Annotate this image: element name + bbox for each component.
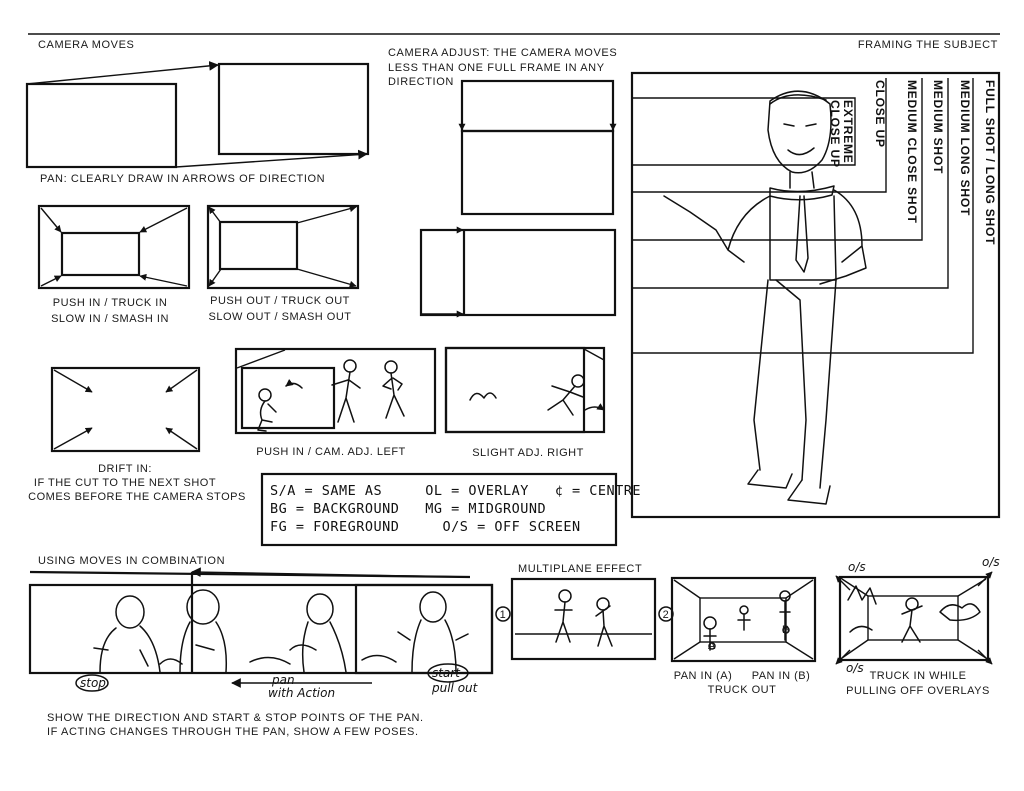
combination-start: start: [432, 666, 461, 680]
legend-line-3: FG = FOREGROUND O/S = OFF SCREEN: [270, 519, 581, 535]
multiplane-truck-out: TRUCK OUT: [708, 684, 777, 696]
multiplane-marker-a: A: [708, 640, 716, 652]
multiplane-frame-2-number: 2: [663, 609, 670, 621]
frame-line-ecu: [632, 97, 856, 166]
caption-slight-adj: SLIGHT ADJ. RIGHT: [472, 447, 584, 459]
multiplane-pan-in-b: PAN IN (B): [752, 670, 811, 682]
caption-push-in-1: PUSH IN / TRUCK IN: [53, 297, 168, 309]
label-ms: MEDIUM SHOT: [931, 80, 945, 174]
legend-line-2: BG = BACKGROUND MG = MIDGROUND: [270, 501, 546, 517]
label-fs: FULL SHOT / LONG SHOT: [983, 80, 997, 245]
label-mcs: MEDIUM CLOSE SHOT: [905, 80, 919, 224]
multiplane-frame-1-number: 1: [500, 609, 507, 621]
caption-truck-in-2: PULLING OFF OVERLAYS: [846, 685, 990, 697]
frame-line-cu: [632, 78, 887, 193]
multiplane-os-top-left: o/s: [848, 560, 866, 574]
caption-push-out-1: PUSH OUT / TRUCK OUT: [210, 295, 350, 307]
combination-diagram: [28, 567, 494, 692]
label-cu: CLOSE UP: [873, 80, 887, 148]
caption-drift-in-1: DRIFT IN:: [98, 463, 152, 475]
legend-box: [260, 472, 618, 547]
combination-pull-out: pull out: [431, 681, 479, 695]
framing-panel: EXTREME CLOSE UP CLOSE UP MEDIUM CLOSE S…: [630, 71, 1001, 519]
header-camera-adjust-line-1: CAMERA ADJUST: THE CAMERA MOVES: [388, 47, 617, 59]
header-camera-adjust-line-2: LESS THAN ONE FULL FRAME IN ANY: [388, 62, 605, 74]
pan-diagram: [25, 60, 370, 169]
multiplane-pan-in-a: PAN IN (A): [674, 670, 733, 682]
camera-adjust-horizontal-diagram: [419, 226, 617, 318]
combination-note-2: IF ACTING CHANGES THROUGH THE PAN, SHOW …: [47, 726, 419, 738]
multiplane-marker-b: B: [782, 624, 790, 636]
multiplane-os-bottom-left: o/s: [846, 661, 864, 675]
multiplane-title: MULTIPLANE EFFECT: [518, 563, 642, 575]
combination-stop: stop: [80, 676, 106, 690]
multiplane-frame-1: [495, 577, 657, 661]
frame-line-ms: [632, 78, 949, 289]
multiplane-frame-2: [658, 576, 817, 663]
caption-drift-in-2: IF THE CUT TO THE NEXT SHOT: [34, 477, 216, 489]
header-camera-adjust-line-3: DIRECTION: [388, 76, 454, 88]
caption-pan: PAN: CLEARLY DRAW IN ARROWS OF DIRECTION: [40, 173, 325, 185]
caption-push-out-2: SLOW OUT / SMASH OUT: [208, 311, 351, 323]
label-mls: MEDIUM LONG SHOT: [958, 80, 972, 216]
frame-line-mcs: [632, 78, 923, 241]
drift-in-diagram: [50, 366, 201, 453]
caption-drift-in-3: COMES BEFORE THE CAMERA STOPS: [28, 491, 246, 503]
label-ecu-1: EXTREME: [841, 100, 855, 164]
push-in-adj-left-diagram: [234, 347, 437, 435]
legend-line-1: S/A = SAME AS OL = OVERLAY ¢ = CENTRE: [270, 483, 641, 499]
push-in-diagram: [37, 204, 191, 290]
caption-push-in-2: SLOW IN / SMASH IN: [51, 313, 169, 325]
frame-line-mls: [632, 78, 974, 354]
camera-adjust-vertical-diagram: [458, 79, 617, 216]
slight-adj-right-diagram: [444, 346, 606, 434]
combination-title: USING MOVES IN COMBINATION: [38, 555, 225, 567]
caption-push-in-adj: PUSH IN / CAM. ADJ. LEFT: [256, 446, 406, 458]
multiplane-os-top-right: o/s: [982, 555, 1000, 569]
header-camera-moves: CAMERA MOVES: [38, 39, 134, 51]
multiplane-frame-3: [835, 571, 993, 665]
header-framing: FRAMING THE SUBJECT: [858, 39, 998, 51]
push-out-diagram: [206, 204, 360, 290]
caption-truck-in-1: TRUCK IN WHILE: [870, 670, 967, 682]
combination-note-1: SHOW THE DIRECTION AND START & STOP POIN…: [47, 712, 424, 724]
label-ecu-2: CLOSE UP: [828, 100, 842, 168]
combination-with-action: with Action: [268, 686, 335, 700]
combination-pan: pan: [271, 673, 295, 687]
